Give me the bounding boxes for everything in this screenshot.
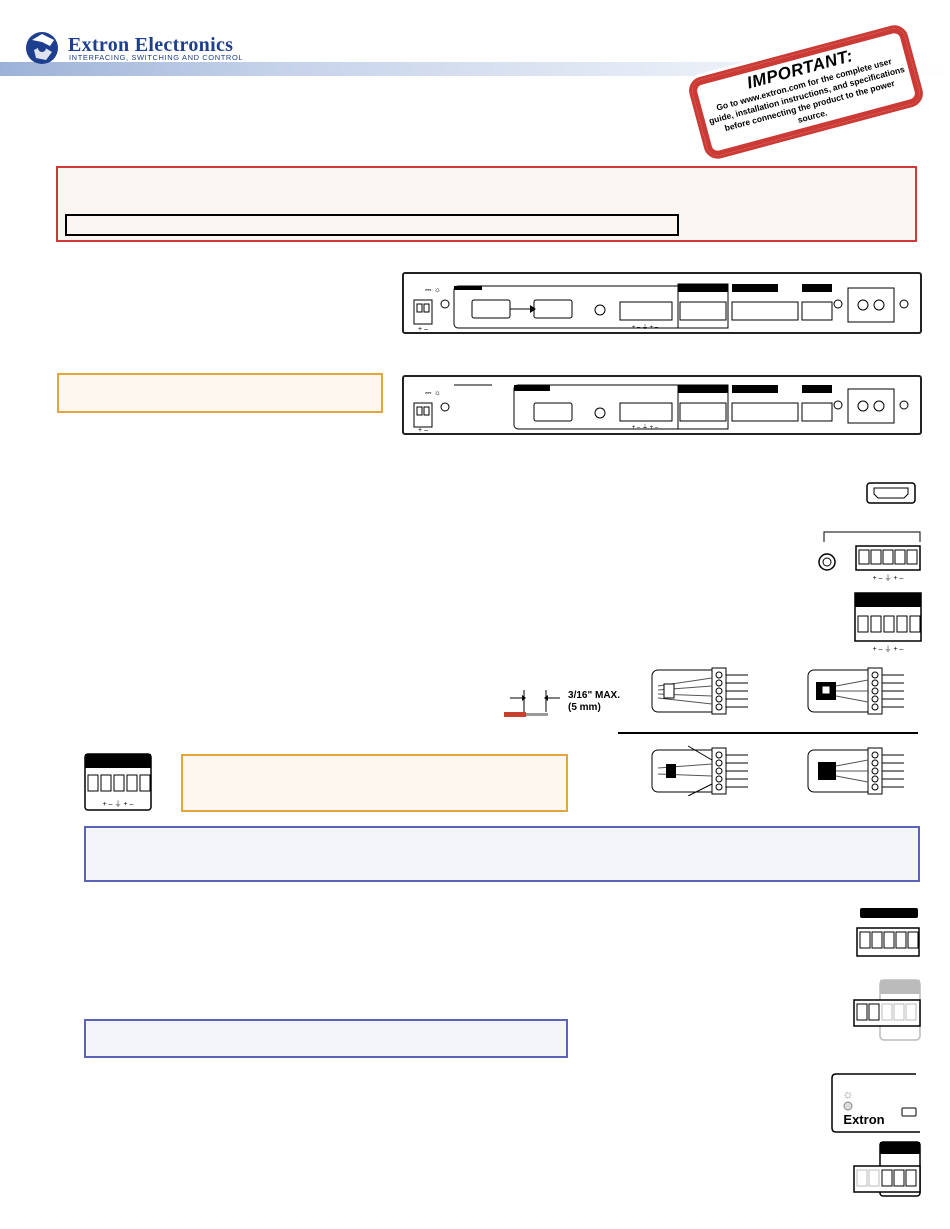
caution-note-box [57, 373, 383, 413]
warning-inner-box [65, 214, 679, 236]
hdmi-port-icon [866, 482, 916, 504]
partial-terminal-icon [853, 979, 921, 1041]
svg-text:⎓ ☼: ⎓ ☼ [425, 285, 441, 294]
audio-input-connector-icon: + – ⏚ + – [818, 531, 921, 582]
front-panel-icon: ☼ Extron [831, 1073, 920, 1133]
svg-text:+ – ⏚ + –: + – ⏚ + – [873, 574, 904, 582]
rear-panel-diagram-a: + – ⎓ ☼ + – ⏚ + – [402, 272, 922, 334]
wire-strip-length-icon [504, 690, 560, 717]
rear-panel-a-drawing: + – ⎓ ☼ + – ⏚ + – [413, 283, 909, 333]
svg-text:☼: ☼ [843, 1087, 854, 1101]
wire-strip-spec: 3/16" MAX. (5 mm) [568, 690, 620, 713]
brand-name: Extron Electronics [68, 34, 234, 56]
svg-text:+ – ⏚ + –: + – ⏚ + – [873, 645, 904, 653]
remote-terminal-icon [856, 908, 920, 957]
strip-metric: (5 mm) [568, 702, 601, 713]
rear-panel-diagram-b: + – ⎓ ☼ + – ⏚ + – [402, 375, 922, 435]
strip-max-label: " MAX. [587, 690, 620, 701]
wiring-divider-line [618, 732, 918, 734]
wiring-diagram-unbalanced-icon [807, 667, 904, 715]
brand-tagline: INTERFACING, SWITCHING AND CONTROL [69, 53, 244, 62]
audio-output-terminal-icon: + – ⏚ + – [854, 592, 922, 653]
output-terminal-partial-icon [853, 1141, 921, 1197]
info-note-box [84, 826, 920, 882]
strip-fraction-num: 3 [568, 690, 574, 701]
svg-text:+ –: + – [418, 427, 428, 433]
svg-text:+ – ⏚ + –: + – ⏚ + – [632, 324, 659, 331]
extron-logo-icon [26, 32, 58, 64]
wiring-diagram-balanced-icon [651, 667, 748, 715]
strip-fraction-den: 16 [576, 690, 588, 701]
wiring-diagram-unbalanced-out-icon [807, 747, 904, 795]
caution-note-box-2 [181, 754, 568, 812]
warning-box [56, 166, 917, 242]
svg-text:⎓ ☼: ⎓ ☼ [425, 388, 441, 397]
info-note-box-2 [84, 1019, 568, 1058]
svg-text:+ – ⏚ + –: + – ⏚ + – [632, 424, 659, 431]
terminal-block-icon: + – ⏚ + – [84, 753, 152, 811]
svg-text:+ –: + – [418, 326, 428, 332]
wiring-diagram-balanced-out-icon [651, 745, 748, 796]
front-panel-logo: Extron [843, 1112, 884, 1127]
important-stamp: IMPORTANT: Go to www.extron.com for the … [685, 22, 927, 162]
rear-panel-b-drawing: + – ⎓ ☼ + – ⏚ + – [413, 384, 909, 434]
svg-text:+ – ⏚ + –: + – ⏚ + – [103, 800, 134, 808]
